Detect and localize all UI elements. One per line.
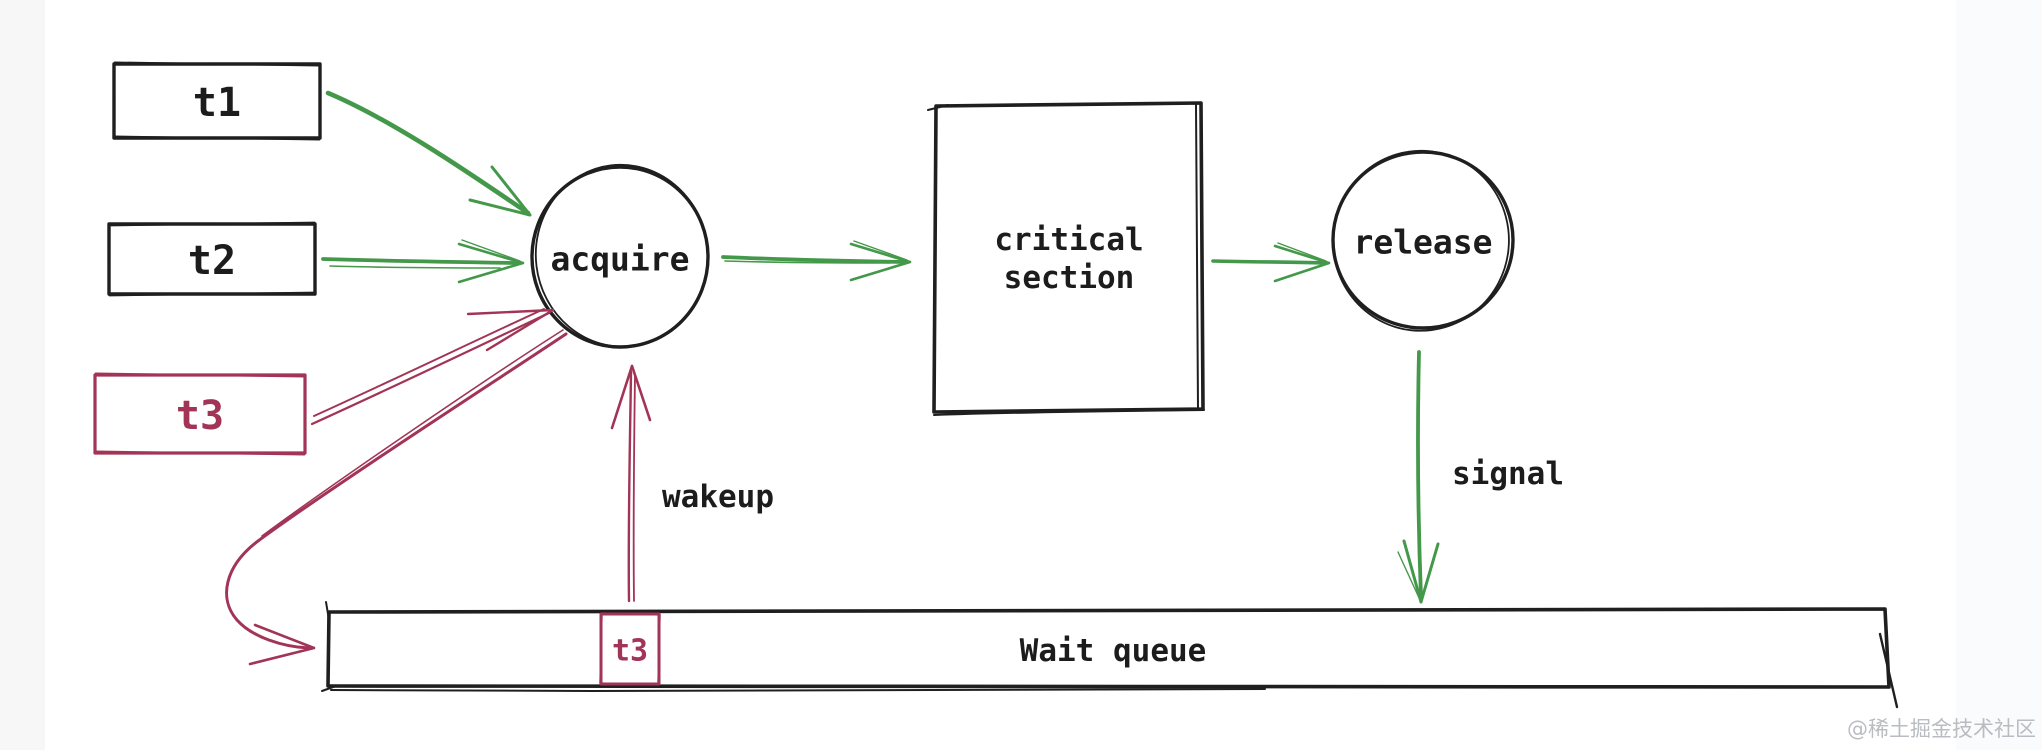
t1-box: t1	[112, 61, 322, 141]
arrow-head	[468, 165, 532, 217]
arrow-line	[225, 332, 568, 650]
queued-t3-box: t3	[599, 612, 661, 686]
arrow-acquire-to-critical	[721, 240, 912, 282]
arrow-line-double	[261, 329, 564, 537]
acquire-label: acquire	[550, 240, 689, 279]
t1-label: t1	[193, 80, 241, 126]
critical-section-box: critical section	[927, 101, 1205, 416]
right-margin	[1956, 0, 2042, 750]
watermark: @稀土掘金技术社区	[1847, 717, 2036, 741]
arrow-head-double	[853, 240, 908, 261]
arrow-wakeup-queue-to-acquire	[610, 364, 652, 603]
arrow-line-double	[313, 308, 545, 417]
arrow-head	[248, 623, 316, 666]
arrow-line-double	[724, 260, 891, 264]
arrow-head	[849, 242, 912, 282]
release-label: release	[1353, 223, 1492, 262]
arrow-line	[627, 370, 633, 603]
arrow-head	[1402, 539, 1440, 604]
arrow-head	[466, 308, 555, 352]
arrow-line	[310, 311, 551, 426]
left-margin	[0, 0, 45, 750]
arrow-line	[325, 90, 531, 216]
arrow-line	[721, 255, 907, 264]
critical-section-label-line2: section	[1004, 260, 1135, 296]
arrow-head	[457, 242, 525, 284]
wakeup-label: wakeup	[662, 479, 774, 515]
arrow-critical-to-release	[1211, 242, 1331, 283]
arrow-head-double	[1397, 551, 1421, 601]
arrow-line-double	[329, 265, 501, 269]
wait-queue-box: Wait queue	[321, 601, 1899, 709]
arrow-line	[1211, 259, 1326, 265]
acquire-circle: acquire	[530, 163, 710, 349]
arrow-line	[321, 257, 519, 265]
arrow-line-double	[632, 374, 636, 602]
arrow-t1-to-acquire	[325, 90, 532, 217]
signal-label: signal	[1452, 456, 1564, 492]
critical-section-label-line1: critical	[994, 222, 1143, 258]
arrow-line	[1416, 350, 1423, 599]
t2-label: t2	[188, 238, 236, 284]
arrow-head-double	[461, 239, 521, 262]
t3-label: t3	[176, 393, 224, 439]
arrow-head	[610, 364, 652, 430]
t3-box: t3	[93, 372, 307, 456]
arrow-t2-to-acquire	[321, 239, 525, 284]
t2-box: t2	[107, 221, 317, 297]
wait-queue-label: Wait queue	[1020, 633, 1207, 669]
release-circle: release	[1331, 149, 1515, 332]
arrow-head-double	[1277, 242, 1327, 262]
arrow-release-signal-to-queue	[1397, 350, 1440, 604]
arrow-acquire-to-wait-queue	[225, 329, 568, 666]
arrow-head	[1273, 244, 1331, 283]
arrow-t3-to-acquire	[310, 308, 555, 426]
queued-t3-label: t3	[612, 634, 648, 669]
